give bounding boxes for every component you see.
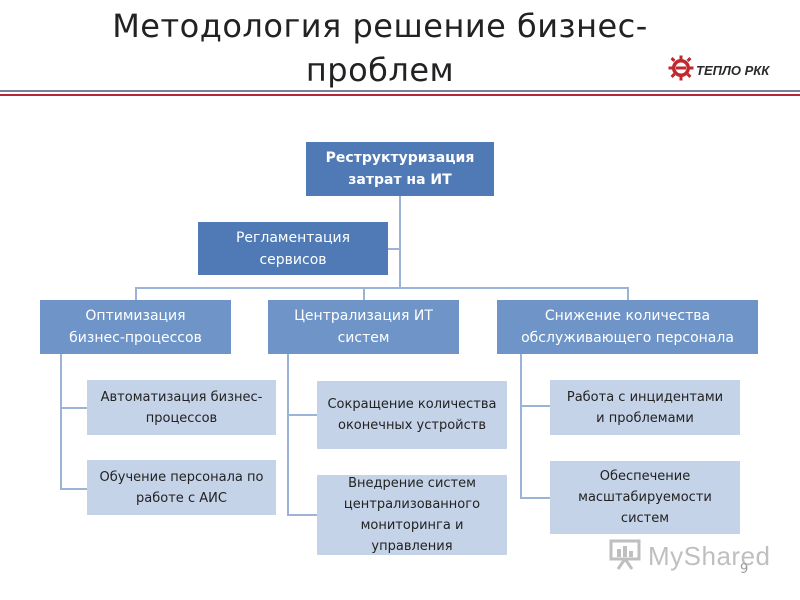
gear-logo-icon — [668, 55, 694, 85]
leaf-node: Автоматизация бизнес- процессов — [87, 380, 276, 435]
header-rule-top — [0, 90, 800, 92]
connector — [60, 354, 62, 489]
page-number: 9 — [740, 562, 749, 577]
leaf-node-label: Обеспечение масштабируемости систем — [578, 469, 712, 526]
side-node: Регламентация сервисов — [198, 222, 388, 275]
side-node-label: Регламентация сервисов — [235, 229, 351, 268]
root-node: Реструктуризация затрат на ИТ — [306, 142, 494, 196]
connector — [399, 195, 401, 288]
branch-node: Снижение количества обслуживающего персо… — [497, 300, 758, 354]
title-line-1: Методология решение бизнес- — [112, 7, 648, 45]
leaf-node: Сокращение количества оконечных устройст… — [317, 381, 507, 449]
connector — [520, 354, 522, 499]
connector — [520, 405, 550, 407]
branch-node-label: Централизация ИТ систем — [294, 308, 433, 346]
connector — [287, 414, 318, 416]
leaf-node: Обеспечение масштабируемости систем — [550, 461, 740, 534]
page-title: Методология решение бизнес- проблем — [0, 4, 760, 92]
connector — [135, 287, 628, 289]
branch-node-label: Оптимизация бизнес-процессов — [69, 308, 202, 346]
leaf-node-label: Обучение персонала по работе с АИС — [99, 469, 264, 506]
connector — [60, 407, 88, 409]
leaf-node: Работа с инцидентами и проблемами — [550, 380, 740, 435]
leaf-node-label: Работа с инцидентами и проблемами — [566, 389, 724, 426]
header-rule-bottom — [0, 94, 800, 96]
title-line-2: проблем — [305, 51, 455, 89]
connector — [135, 287, 137, 301]
leaf-node: Внедрение систем централизованного монит… — [317, 475, 507, 555]
leaf-node-label: Внедрение систем централизованного монит… — [343, 476, 481, 554]
branch-node: Оптимизация бизнес-процессов — [40, 300, 231, 354]
leaf-node-label: Автоматизация бизнес- процессов — [100, 389, 263, 426]
connector — [287, 514, 318, 516]
presentation-board-icon — [608, 537, 642, 575]
connector — [363, 287, 365, 301]
connector — [387, 248, 400, 250]
company-logo: ТЕПЛО РКК — [668, 55, 769, 85]
logo-text: ТЕПЛО РКК — [696, 62, 770, 78]
watermark-text: MyShared — [648, 540, 771, 571]
connector — [60, 488, 88, 490]
connector — [627, 287, 629, 301]
leaf-node-label: Сокращение количества оконечных устройст… — [327, 397, 497, 433]
watermark: MyShared — [608, 537, 771, 575]
leaf-node: Обучение персонала по работе с АИС — [87, 460, 276, 515]
connector — [287, 354, 289, 516]
branch-node: Централизация ИТ систем — [268, 300, 459, 354]
connector — [520, 497, 550, 499]
root-node-label: Реструктуризация затрат на ИТ — [325, 150, 475, 188]
branch-node-label: Снижение количества обслуживающего персо… — [521, 308, 734, 346]
